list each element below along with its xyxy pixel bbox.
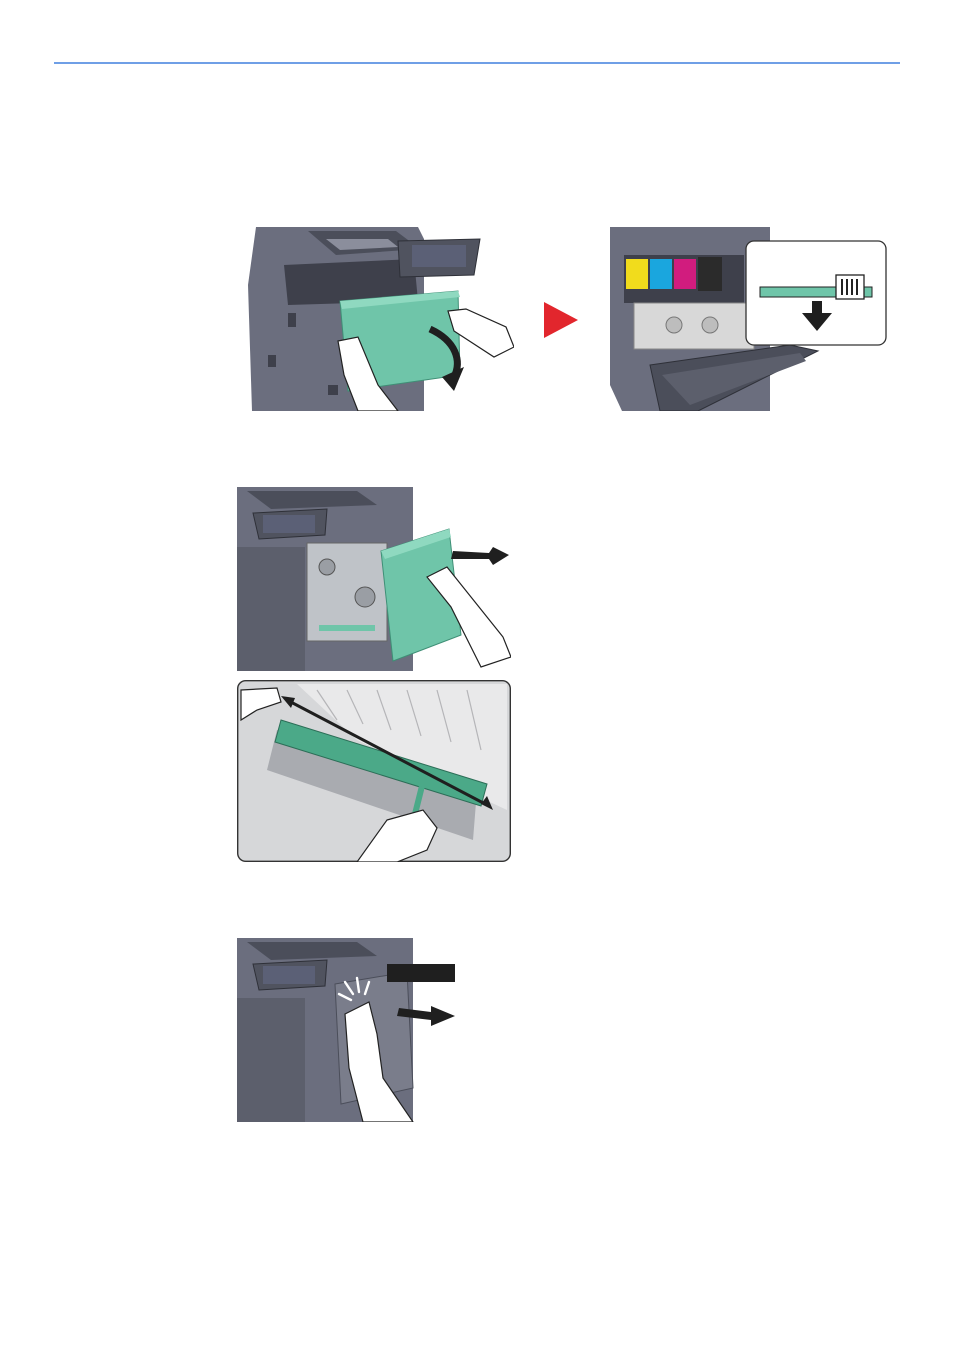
figure-close-right-cover [237,938,459,1122]
play-right-arrow-icon [544,302,580,338]
figure-cleaning-brush [610,225,888,411]
header-rule [54,62,900,64]
figure-open-right-cover [237,487,511,671]
figure-clean-transfer-roller [237,680,511,862]
figure-open-front-cover [248,225,514,411]
